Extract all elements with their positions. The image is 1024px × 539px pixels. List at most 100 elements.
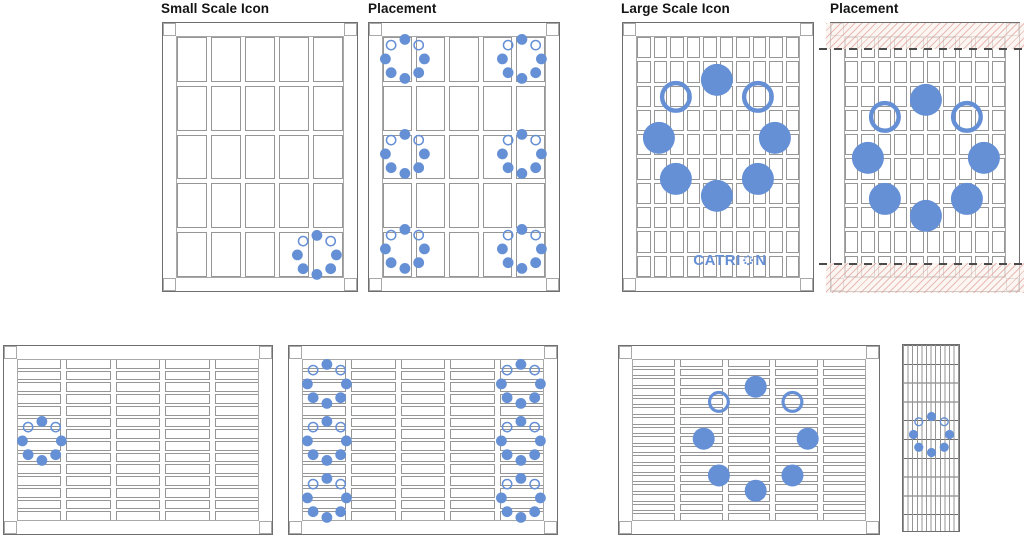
window-pane [975,61,989,83]
window-pane [975,85,989,107]
window-pane [400,394,446,404]
window-pane [115,464,161,475]
window-pane [686,255,700,277]
section-title-placement-small: Placement [368,1,437,16]
catrion-dot-mark-icon [497,129,547,179]
window-pane [482,85,512,131]
window-pane [214,464,259,475]
filled-dot [325,263,337,275]
window-pane [351,370,396,381]
filled-dot [321,512,333,523]
window-pane [637,182,651,205]
logo-text-suffix: N [755,251,767,269]
hollow-dot [335,478,347,490]
corner-block [289,346,302,359]
exclusion-boundary-dashed-line [819,48,1024,50]
filled-dot [413,162,425,174]
filled-dot [535,378,546,390]
window-pane [214,382,259,393]
window-pane [823,474,866,483]
window-pane [450,487,495,498]
hollow-dot [413,134,425,146]
hollow-dot [502,134,514,146]
window-pane [845,85,859,107]
section-title-placement-large: Placement [830,1,899,16]
corner-block [163,23,176,36]
window-pane [66,405,111,416]
window-pane [727,445,771,454]
window-pane [515,85,545,131]
hollow-dot [708,391,731,414]
window-pane [736,109,750,132]
window-pane [845,231,859,253]
window-pane [942,158,957,180]
corner-block [623,23,636,36]
catrion-dot-mark-icon [380,34,430,84]
catrion-dot-mark-icon [302,416,352,466]
filled-dot [944,429,954,439]
filled-dot [926,411,936,421]
window-pane [66,359,111,369]
window-pane [926,158,940,180]
window-pane [975,231,989,253]
window-pane [115,452,161,463]
window-pane [211,37,241,82]
filled-dot [926,447,936,457]
window-pane [66,370,111,381]
window-pane [775,513,819,521]
window-pane [703,37,717,59]
hollow-dot [529,478,541,490]
hollow-dot [781,391,804,414]
catrion-o-dots-icon [743,255,754,266]
window-pane [632,387,675,396]
window-pane [877,61,891,83]
window-pane [400,382,446,393]
window-pane [17,499,62,510]
filled-dot [399,129,411,140]
window-pane [211,85,241,131]
window-pane [165,499,210,510]
window-pane [637,231,651,253]
hollow-dot [501,478,513,490]
filled-dot [913,442,923,452]
window-pane [719,134,733,156]
filled-dot [399,73,411,84]
filled-dot [385,257,397,269]
filled-dot [321,473,333,484]
filled-dot [399,224,411,235]
window-pane [115,359,161,369]
window-pane [686,109,700,132]
filled-dot [744,262,747,265]
window-pane [632,503,675,512]
window-pane [351,417,396,428]
filled-dot [516,224,528,235]
hollow-dot [951,100,984,133]
window-pane [214,370,259,381]
window-pane [785,231,799,253]
filled-dot [796,427,819,450]
window-pane [926,231,940,253]
window-pane [769,61,783,83]
facade-large-placement-facade [819,22,1024,293]
window-pane [769,231,783,253]
window-pane [775,368,819,377]
window-pane [785,85,799,107]
window-pane [823,455,866,464]
corner-block [369,23,382,36]
window-pane [736,207,750,229]
window-pane [279,134,309,180]
window-pane [727,513,771,521]
window-pane [959,134,973,156]
filled-dot [939,442,949,452]
window-pane [383,85,413,131]
hollow-dot [307,478,319,490]
window-pane [450,511,495,521]
filled-dot [307,449,319,461]
window-pane [66,487,111,498]
section-title-large-scale-icon: Large Scale Icon [621,1,730,16]
window-pane [637,61,651,83]
window-pane [177,85,207,131]
filled-dot [497,148,508,160]
window-pane [653,61,667,83]
window-pane [679,484,723,493]
